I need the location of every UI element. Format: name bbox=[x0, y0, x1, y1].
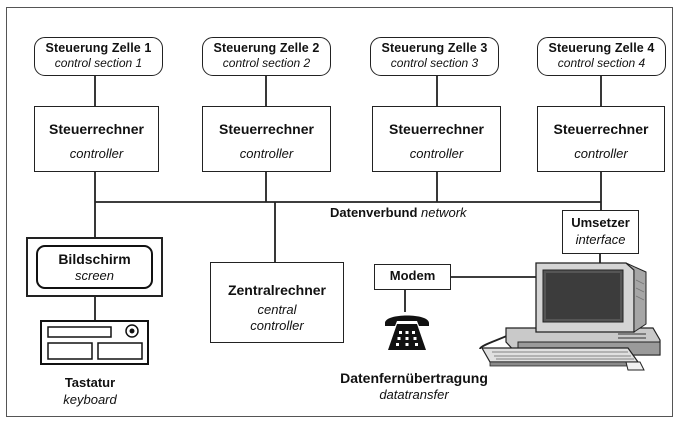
computer-workstation-icon bbox=[480, 262, 661, 371]
controller-2-title: Steuerrechner bbox=[219, 121, 314, 137]
interface-box: Umsetzer interface bbox=[562, 210, 639, 254]
network-label: Datenverbund network bbox=[330, 205, 467, 220]
modem-box: Modem bbox=[374, 264, 451, 290]
network-label-en: network bbox=[421, 205, 467, 220]
cell-1-title: Steuerung Zelle 1 bbox=[45, 41, 152, 55]
controller-1-title: Steuerrechner bbox=[49, 121, 144, 137]
cell-3-title: Steuerung Zelle 3 bbox=[381, 41, 488, 55]
controller-box-2: Steuerrechner controller bbox=[202, 106, 331, 172]
controller-box-3: Steuerrechner controller bbox=[372, 106, 501, 172]
screen-subtitle: screen bbox=[74, 268, 115, 283]
controller-2-subtitle: controller bbox=[239, 146, 294, 161]
diagram-frame bbox=[6, 7, 673, 417]
transfer-title: Datenfernübertragung bbox=[340, 370, 488, 386]
keyboard-subtitle: keyboard bbox=[63, 392, 117, 407]
cell-box-4: Steuerung Zelle 4 control section 4 bbox=[537, 37, 666, 76]
keyboard-title: Tastatur bbox=[64, 375, 116, 390]
transfer-subtitle: datatransfer bbox=[379, 387, 449, 402]
transfer-label: Datenfernübertragung datatransfer bbox=[326, 369, 502, 403]
controller-box-1: Steuerrechner controller bbox=[34, 106, 159, 172]
controller-1-subtitle: controller bbox=[69, 146, 124, 161]
telephone-icon bbox=[385, 315, 429, 350]
screen-title: Bildschirm bbox=[58, 251, 131, 267]
controller-4-title: Steuerrechner bbox=[553, 121, 649, 137]
central-subtitle-2: controller bbox=[250, 318, 304, 333]
central-title: Zentralrechner bbox=[227, 282, 327, 298]
controller-3-title: Steuerrechner bbox=[389, 121, 484, 137]
cell-1-subtitle: control section 1 bbox=[54, 56, 143, 70]
cell-2-subtitle: control section 2 bbox=[222, 56, 311, 70]
cell-2-title: Steuerung Zelle 2 bbox=[213, 41, 320, 55]
cell-4-title: Steuerung Zelle 4 bbox=[548, 41, 655, 55]
controller-box-4: Steuerrechner controller bbox=[537, 106, 665, 172]
cell-4-subtitle: control section 4 bbox=[557, 56, 646, 70]
keyboard-icon bbox=[40, 320, 149, 365]
controller-3-subtitle: controller bbox=[409, 146, 464, 161]
screen-inner-box: Bildschirm screen bbox=[36, 245, 153, 289]
interface-title: Umsetzer bbox=[571, 215, 630, 230]
cell-box-3: Steuerung Zelle 3 control section 3 bbox=[370, 37, 499, 76]
screen-outer-box: Bildschirm screen bbox=[26, 237, 163, 297]
controller-4-subtitle: controller bbox=[574, 146, 628, 161]
cell-box-1: Steuerung Zelle 1 control section 1 bbox=[34, 37, 163, 76]
cell-3-subtitle: control section 3 bbox=[390, 56, 479, 70]
central-subtitle-1: central bbox=[257, 302, 297, 317]
central-box: Zentralrechner central controller bbox=[210, 262, 344, 343]
cell-box-2: Steuerung Zelle 2 control section 2 bbox=[202, 37, 331, 76]
keyboard-label: Tastatur keyboard bbox=[59, 374, 121, 408]
modem-label: Modem bbox=[389, 268, 436, 283]
network-label-de: Datenverbund bbox=[330, 205, 418, 220]
interface-subtitle: interface bbox=[575, 232, 626, 247]
